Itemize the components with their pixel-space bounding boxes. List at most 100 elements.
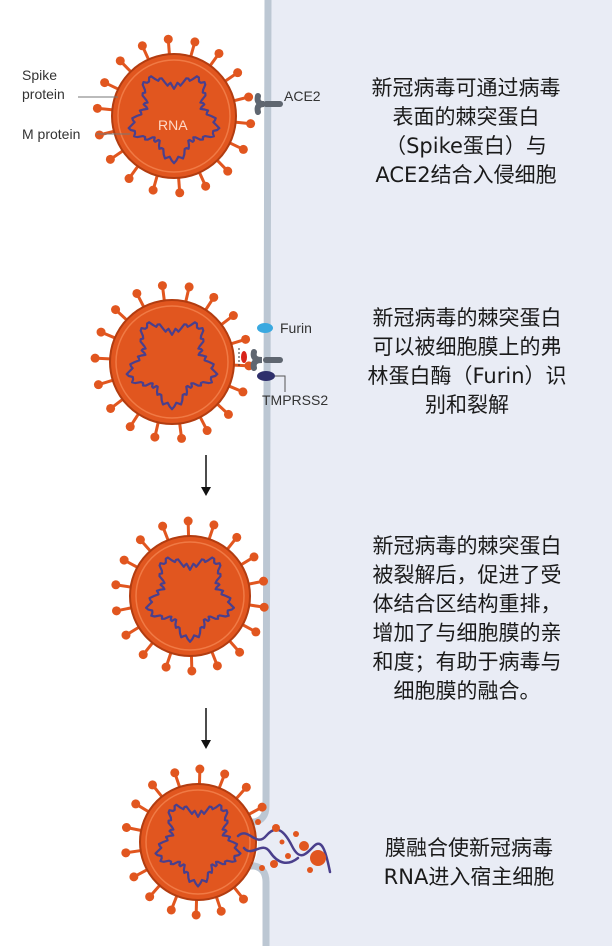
spike-tip (157, 281, 167, 291)
spike-tip (125, 422, 135, 432)
virus-step4-fusing (121, 764, 267, 920)
ace2-label: ACE2 (284, 88, 321, 104)
spike-tip (111, 580, 121, 590)
spike-tip (201, 181, 211, 191)
virus-step3 (111, 516, 269, 676)
arrow-down-icon (201, 455, 211, 496)
spike-tip (209, 292, 219, 302)
spike-tip (190, 37, 200, 47)
released-particle (293, 831, 299, 837)
spike-tip (148, 780, 158, 790)
furin-label: Furin (280, 320, 312, 336)
released-particle (247, 857, 253, 863)
cell-membrane-lower (246, 862, 270, 946)
spike-tip (241, 334, 251, 344)
released-particle (299, 841, 309, 851)
spike-tip (244, 92, 254, 102)
spike-label-1: Spike (22, 67, 57, 83)
m-protein-layer (115, 305, 229, 419)
m-protein-label: M protein (22, 126, 80, 142)
spike-tip (135, 535, 145, 545)
tmprss2-label: TMPRSS2 (262, 392, 328, 408)
spike-tip (209, 520, 219, 530)
cell-interior (250, 0, 612, 946)
spike-tip (138, 650, 148, 660)
spike-tip (220, 769, 230, 779)
spike-tip (214, 48, 224, 58)
spike-tip (121, 822, 131, 832)
virus-step2 (90, 281, 254, 443)
spike-tip (184, 282, 194, 292)
rna-genome (125, 321, 219, 411)
virus-step1 (92, 34, 256, 198)
spike-tip (111, 606, 121, 616)
spike-tip (131, 799, 141, 809)
rna-genome (154, 803, 242, 888)
spike-tip (241, 782, 251, 792)
spike-tip (121, 630, 131, 640)
rna-release (236, 819, 332, 874)
ace2-receptor-step2 (250, 349, 283, 371)
caption-step2: 新冠病毒的棘突蛋白 可以被细胞膜上的弗 林蛋白酶（Furin）识 别和裂解 (367, 306, 567, 417)
virus-envelope (111, 53, 237, 179)
spike-tip (119, 555, 129, 565)
caption-step4: 膜融合使新冠病毒 RNA进入宿主细胞 (383, 836, 555, 889)
released-particle (272, 824, 280, 832)
spike-tip (187, 666, 197, 676)
virus-envelope (129, 535, 251, 657)
spike-tip (137, 41, 147, 51)
spike-tip (223, 166, 233, 176)
spike-tip (202, 426, 212, 436)
released-particle (255, 819, 261, 825)
spike-tip (132, 288, 142, 298)
spike-tip (121, 848, 131, 858)
spike-tip (105, 154, 115, 164)
released-particle (279, 839, 285, 845)
spike-tip (175, 188, 185, 198)
spike-tip (145, 892, 155, 902)
spike-tip (129, 872, 139, 882)
spike-tip (257, 802, 267, 812)
spike-tip (259, 576, 269, 586)
spike-tip (238, 387, 248, 397)
virus-envelope (109, 299, 235, 425)
spike-tip (259, 602, 269, 612)
m-protein-layer (117, 59, 231, 173)
spike-tip (216, 906, 226, 916)
caption-step3: 新冠病毒的棘突蛋白 被裂解后，促进了受 体结合区结构重排， 增加了与细胞膜的亲 … (372, 534, 562, 703)
spike-tip (124, 174, 134, 184)
tmprss2-leader-line (275, 375, 286, 392)
released-particle (307, 867, 313, 873)
spike-tip (235, 647, 245, 657)
spike-tip (238, 144, 248, 154)
furin-enzyme (257, 323, 273, 333)
spike-tip (177, 433, 187, 443)
spike-tip (148, 185, 158, 195)
spike-tip (246, 119, 256, 129)
released-particle (285, 853, 291, 859)
rna-genome (127, 75, 221, 165)
spike-tip (249, 552, 259, 562)
rna-label: RNA (158, 117, 188, 133)
spike-tip (195, 764, 205, 774)
spike-tip (232, 532, 242, 542)
spike-tip (251, 627, 261, 637)
spike-tip (158, 521, 168, 531)
spike-tip (106, 403, 116, 413)
spike-tip (150, 432, 160, 442)
spike-tip (163, 34, 173, 44)
virus-envelope (139, 783, 257, 901)
spike-tip (111, 305, 121, 315)
released-particle (270, 860, 278, 868)
tmprss2-enzyme (257, 371, 275, 381)
spike-tip (100, 78, 110, 88)
m-protein-layer (135, 541, 245, 651)
spike-tip (115, 56, 125, 66)
spike-tip (94, 130, 104, 140)
spike-tip (161, 662, 171, 672)
released-particle (310, 850, 326, 866)
spike-tip (228, 311, 238, 321)
spike-tip (223, 409, 233, 419)
spike-tip (166, 905, 176, 915)
ace2-receptor (254, 93, 283, 115)
